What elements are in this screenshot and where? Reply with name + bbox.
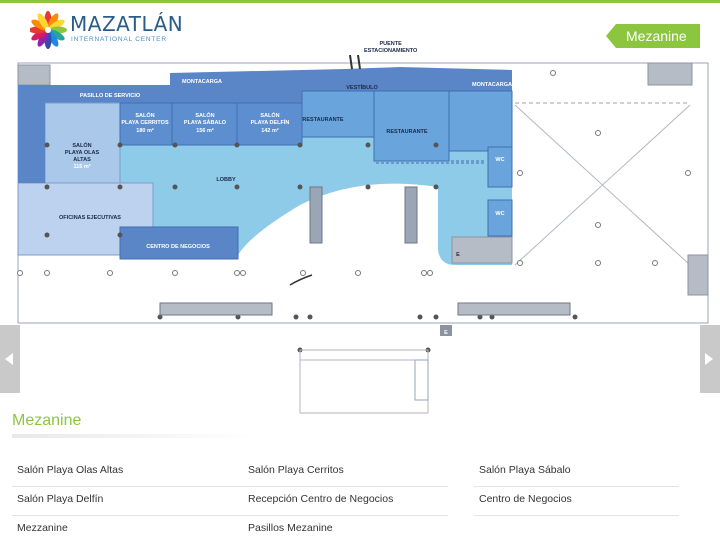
label-cerritos-2: PLAYA CERRITOS xyxy=(121,120,169,126)
logo-title: MAZATLÁN xyxy=(70,12,184,36)
logo-flower-icon xyxy=(29,11,67,49)
label-oficinas: OFICINAS EJECUTIVAS xyxy=(59,215,121,221)
divider xyxy=(12,486,244,487)
label-vestibulo: VESTÍBULO xyxy=(346,83,378,91)
salon-olas-altas xyxy=(44,102,121,184)
label-lobby: LOBBY xyxy=(216,177,236,183)
label-cerritos-area: 180 m² xyxy=(136,127,154,134)
level-tag: Mezanine xyxy=(606,24,700,48)
link-centro-negocios[interactable]: Centro de Negocios xyxy=(479,493,572,505)
door-arc xyxy=(289,274,313,286)
section-title-rule xyxy=(12,434,257,438)
restaurante-2 xyxy=(373,90,450,162)
void-diagonal xyxy=(514,104,691,266)
label-cerritos-1: SALÓN xyxy=(135,111,154,119)
prev-arrow-button[interactable] xyxy=(0,325,20,393)
link-salon-olas-altas[interactable]: Salón Playa Olas Altas xyxy=(17,464,124,476)
link-salon-cerritos[interactable]: Salón Playa Cerritos xyxy=(248,464,344,476)
divider xyxy=(12,515,244,516)
salon-sabalo xyxy=(171,102,238,146)
link-salon-sabalo[interactable]: Salón Playa Sábalo xyxy=(479,464,571,476)
label-wc-1: WC xyxy=(495,157,504,163)
label-delfin-area: 142 m² xyxy=(261,127,279,134)
top-accent-bar xyxy=(0,0,720,3)
link-salon-delfin[interactable]: Salón Playa Delfín xyxy=(17,493,104,505)
stair-block xyxy=(687,254,709,296)
entrance-structure xyxy=(299,349,429,414)
label-delfin-1: SALÓN xyxy=(260,111,279,119)
label-pasillo: PASILLO DE SERVICIO xyxy=(80,93,141,99)
label-olas-3: ALTAS xyxy=(73,157,91,163)
link-recepcion-centro-negocios[interactable]: Recepción Centro de Negocios xyxy=(248,493,394,505)
logo[interactable]: MAZATLÁN INTERNATIONAL CENTER xyxy=(29,10,200,50)
divider xyxy=(474,515,679,516)
level-tag-label: Mezanine xyxy=(626,28,687,44)
divider xyxy=(243,486,448,487)
salon-delfin xyxy=(236,102,303,146)
bridge-line xyxy=(357,55,361,70)
next-arrow-button[interactable] xyxy=(700,325,720,393)
label-montacarga-2: MONTACARGA xyxy=(472,82,512,88)
label-olas-2: PLAYA OLAS xyxy=(65,150,100,156)
label-sabalo-area: 156 m² xyxy=(196,127,214,134)
entrance-stairs xyxy=(414,359,429,401)
wc-room xyxy=(487,146,513,188)
section-title: Mezanine xyxy=(12,412,82,429)
label-restaurante-1: RESTAURANTE xyxy=(302,117,343,123)
label-elevator-2: E xyxy=(444,330,448,336)
restaurante-1 xyxy=(301,90,375,138)
bench xyxy=(159,302,273,316)
level-tag-shape xyxy=(606,24,700,48)
label-sabalo-1: SALÓN xyxy=(195,111,214,119)
label-olas-area: 115 m² xyxy=(73,163,90,170)
escalator xyxy=(404,186,418,244)
label-montacarga: MONTACARGA xyxy=(182,79,222,85)
link-pasillos-mezanine[interactable]: Pasillos Mezanine xyxy=(248,522,333,534)
column-row-outline xyxy=(17,70,691,276)
bridge-label-line-2: ESTACIONAMIENTO xyxy=(364,48,418,54)
corridor-left xyxy=(18,103,45,183)
column-row xyxy=(44,142,578,353)
bench xyxy=(457,302,571,316)
divider xyxy=(243,515,448,516)
chevron-right-icon xyxy=(705,353,713,365)
link-mezzanine[interactable]: Mezzanine xyxy=(17,522,68,534)
stair-block xyxy=(647,62,693,86)
bridge-label: PUENTE ESTACIONAMIENTO xyxy=(364,41,417,55)
label-sabalo-2: PLAYA SÁBALO xyxy=(184,119,227,126)
salon-cerritos xyxy=(119,102,173,146)
elevator-marker xyxy=(440,325,452,336)
wc-room xyxy=(487,199,513,237)
centro-de-negocios xyxy=(119,226,239,260)
floor-plan: PASILLO DE SERVICIO MONTACARGA VESTÍBULO… xyxy=(17,55,709,414)
label-elevator: E xyxy=(456,252,460,258)
stair-block xyxy=(17,64,51,86)
logo-subtitle: INTERNATIONAL CENTER xyxy=(71,36,167,43)
bridge-line xyxy=(349,55,353,70)
label-delfin-2: PLAYA DELFÍN xyxy=(251,118,290,126)
escalator xyxy=(309,186,323,244)
montacarga-room xyxy=(448,90,513,152)
label-wc-2: WC xyxy=(495,211,504,217)
divider xyxy=(474,486,679,487)
elevator-block xyxy=(451,236,513,264)
label-restaurante-2: RESTAURANTE xyxy=(386,129,427,135)
bridge-label-line-1: PUENTE xyxy=(379,41,402,47)
chevron-left-icon xyxy=(5,353,13,365)
label-olas-1: SALÓN xyxy=(72,141,91,149)
label-centro-negocios: CENTRO DE NEGOCIOS xyxy=(146,244,210,250)
